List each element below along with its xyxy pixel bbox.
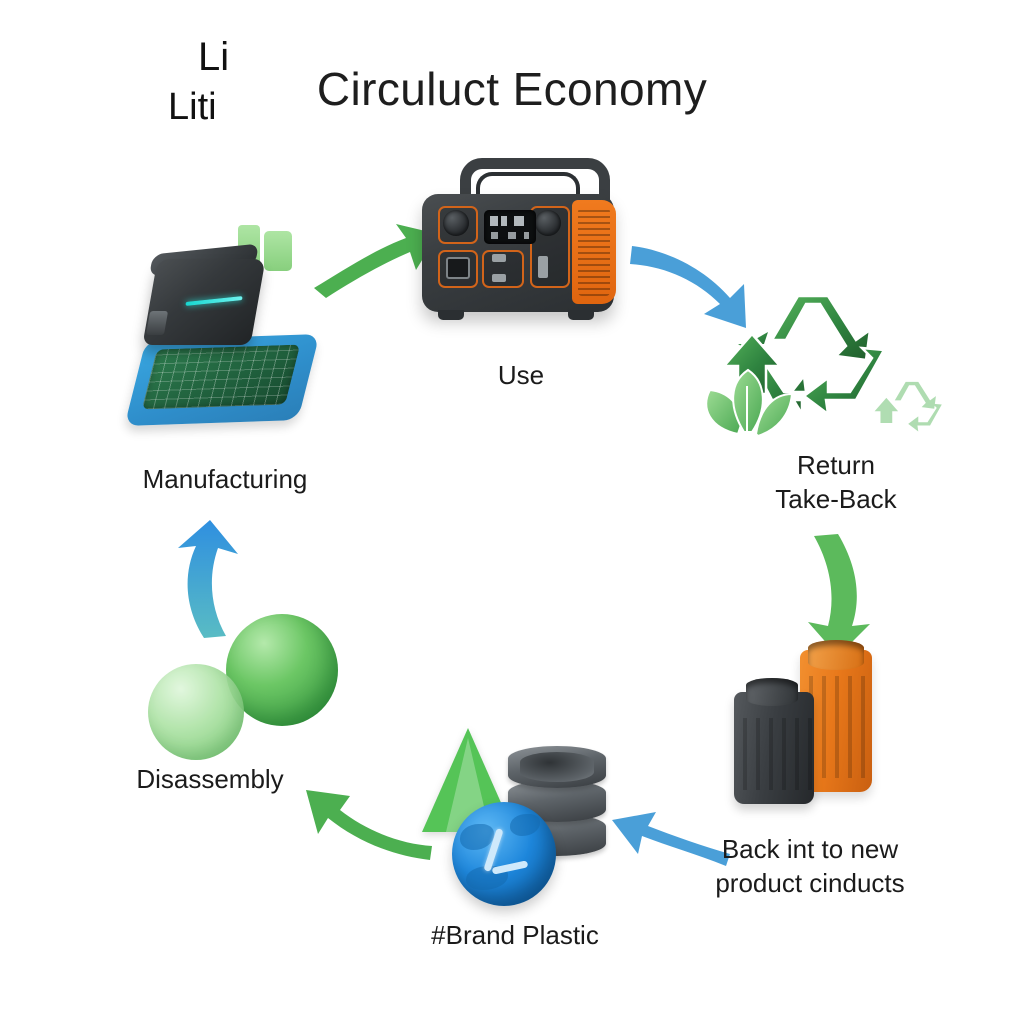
leaf-icon xyxy=(705,368,794,438)
usb-port xyxy=(492,274,506,282)
label-disassembly: Disassembly xyxy=(136,764,284,794)
ac-outlet xyxy=(446,257,470,279)
round-socket xyxy=(535,210,561,236)
lithium-sphere-large xyxy=(226,614,338,726)
arrow-manufacturing-to-use xyxy=(314,224,438,298)
circuit-board-surface xyxy=(141,344,301,410)
lithium-sphere-small xyxy=(148,664,244,760)
black-container-neck xyxy=(746,678,798,706)
arrow-disassembly-to-manufacturing xyxy=(178,520,238,638)
power-station-handle-inner xyxy=(476,172,580,210)
black-container xyxy=(734,692,814,804)
lcd-readout xyxy=(490,216,530,226)
green-chip-icon xyxy=(264,231,292,271)
globe-glyph-stroke xyxy=(491,860,529,875)
label-return-take-back: Return Take-Back xyxy=(775,450,897,514)
sphere-label-li: Li xyxy=(198,35,230,79)
orange-container-neck xyxy=(808,640,864,670)
database-top xyxy=(520,752,594,782)
globe-landmass xyxy=(460,824,494,850)
power-station-foot xyxy=(568,310,594,320)
recycle-symbol-icon xyxy=(705,294,942,438)
page-title: Circuluct Economy xyxy=(316,63,708,115)
power-station-foot xyxy=(438,310,464,320)
usb-port xyxy=(492,254,506,262)
arrow-back-to-brand-plastic xyxy=(612,812,730,866)
lcd-display xyxy=(484,210,536,244)
power-station-vent-panel xyxy=(572,200,616,304)
vent-slats xyxy=(578,208,610,296)
label-back-to-new-products: Back int to new product cinducts xyxy=(715,834,905,898)
arrow-return-to-back xyxy=(808,534,870,656)
blue-globe-icon xyxy=(452,802,556,906)
power-station-illustration xyxy=(412,158,644,348)
recycling-illustration xyxy=(694,282,944,442)
manufacturing-illustration xyxy=(124,225,328,440)
arrow-use-to-return xyxy=(630,246,746,328)
sphere-label-liti: Liti xyxy=(168,86,217,128)
globe-landmass xyxy=(510,814,540,836)
label-use: Use xyxy=(497,360,545,390)
label-manufacturing: Manufacturing xyxy=(142,464,308,494)
power-station-handle xyxy=(460,158,610,217)
plastic-containers-illustration xyxy=(724,636,914,816)
lithium-spheres-illustration xyxy=(146,612,346,762)
arrow-brand-plastic-to-disassembly xyxy=(306,790,432,860)
mini-recycle-icon xyxy=(874,381,942,432)
brand-plastic-illustration xyxy=(404,722,634,912)
container-ribs xyxy=(734,718,814,790)
usb-c-port xyxy=(538,256,548,278)
lcd-status-icons xyxy=(491,232,529,239)
label-brand-plastic: #Brand Plastic xyxy=(431,920,599,950)
round-socket xyxy=(443,210,469,236)
